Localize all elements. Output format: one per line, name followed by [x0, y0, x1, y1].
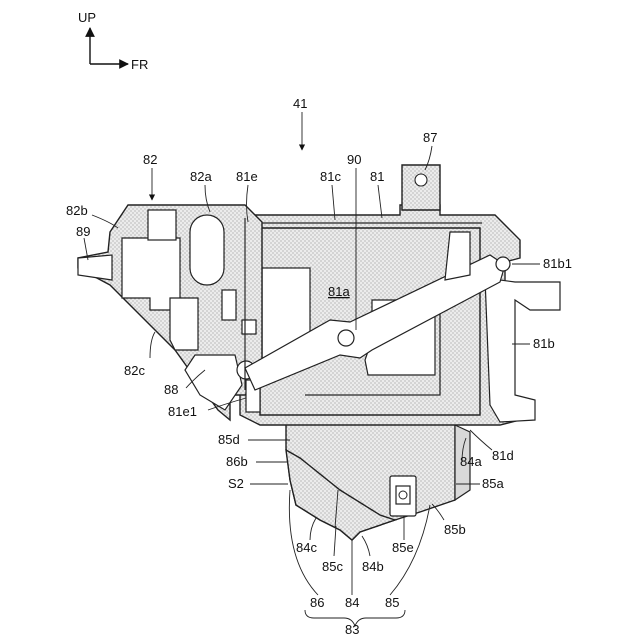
label-83: 83 [345, 622, 359, 637]
label-81b: 81b [533, 336, 555, 351]
fr-label: FR [131, 57, 148, 72]
leader-81 [378, 185, 382, 218]
tab-82 [148, 210, 176, 240]
label-85a: 85a [482, 476, 504, 491]
label-81d: 81d [492, 448, 514, 463]
label-85c: 85c [322, 559, 343, 574]
label-84: 84 [345, 595, 359, 610]
label-82b: 82b [66, 203, 88, 218]
label-88: 88 [164, 382, 178, 397]
label-85d: 85d [218, 432, 240, 447]
label-41: 41 [293, 96, 307, 111]
clip-82-square [242, 320, 256, 334]
label-85: 85 [385, 595, 399, 610]
lever-pivot [338, 330, 354, 346]
orientation-axes: UP FR [78, 10, 148, 72]
lever-end-81b1 [496, 257, 510, 271]
leader-81d [470, 430, 492, 450]
label-82: 82 [143, 152, 157, 167]
label-85b: 85b [444, 522, 466, 537]
up-label: UP [78, 10, 96, 25]
label-84c: 84c [296, 540, 317, 555]
bracket-87-hole [415, 174, 427, 186]
label-82a: 82a [190, 169, 212, 184]
clip-82-right [222, 290, 236, 320]
main-housing-81 [240, 165, 560, 425]
label-81a: 81a [328, 284, 350, 299]
leader-84c [310, 518, 316, 540]
slot-82a [190, 215, 224, 285]
label-81b1: 81b1 [543, 256, 572, 271]
label-S2: S2 [228, 476, 244, 491]
leader-84b [362, 536, 370, 556]
clip-85e-hole [399, 491, 407, 499]
label-86: 86 [310, 595, 324, 610]
label-84a: 84a [460, 454, 482, 469]
clip-82-small [170, 298, 198, 350]
boss-89 [78, 255, 112, 280]
leader-82c [150, 332, 155, 358]
label-89: 89 [76, 224, 90, 239]
bracket-87 [402, 165, 440, 210]
label-82c: 82c [124, 363, 145, 378]
label-81e1: 81e1 [168, 404, 197, 419]
lever-hook [445, 232, 470, 280]
label-87: 87 [423, 130, 437, 145]
label-90: 90 [347, 152, 361, 167]
label-81c: 81c [320, 169, 341, 184]
label-86b: 86b [226, 454, 248, 469]
leader-85c [334, 526, 336, 556]
label-81e: 81e [236, 169, 258, 184]
label-84b: 84b [362, 559, 384, 574]
label-85e: 85e [392, 540, 414, 555]
label-81: 81 [370, 169, 384, 184]
